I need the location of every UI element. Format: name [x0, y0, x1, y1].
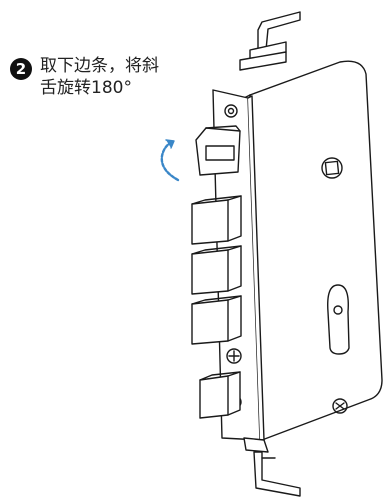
instruction-line-2: 舌旋转180°: [40, 78, 132, 98]
spindle-hole: [321, 157, 343, 179]
body-lower-screw: [332, 398, 348, 414]
lock-body: [243, 60, 383, 441]
phillips-screw-icon: [226, 348, 242, 364]
faceplate-top-screw: [224, 104, 238, 118]
curved-rotation-arrow-icon: [160, 139, 180, 182]
instruction-line-1: 取下边条，将斜: [40, 56, 159, 76]
auxiliary-latch: [199, 371, 241, 419]
deadbolt-middle: [191, 245, 242, 295]
step-number-badge: 2: [10, 58, 32, 80]
step-instruction: 取下边条，将斜 舌旋转180°: [40, 55, 210, 99]
deadbolt-upper: [191, 195, 242, 245]
top-mounting-tab: [239, 11, 301, 71]
bottom-mounting-tab: [243, 437, 301, 497]
slanted-latch: [195, 125, 241, 176]
deadbolt-lower: [191, 295, 242, 345]
cylinder-keyhole: [327, 284, 350, 355]
